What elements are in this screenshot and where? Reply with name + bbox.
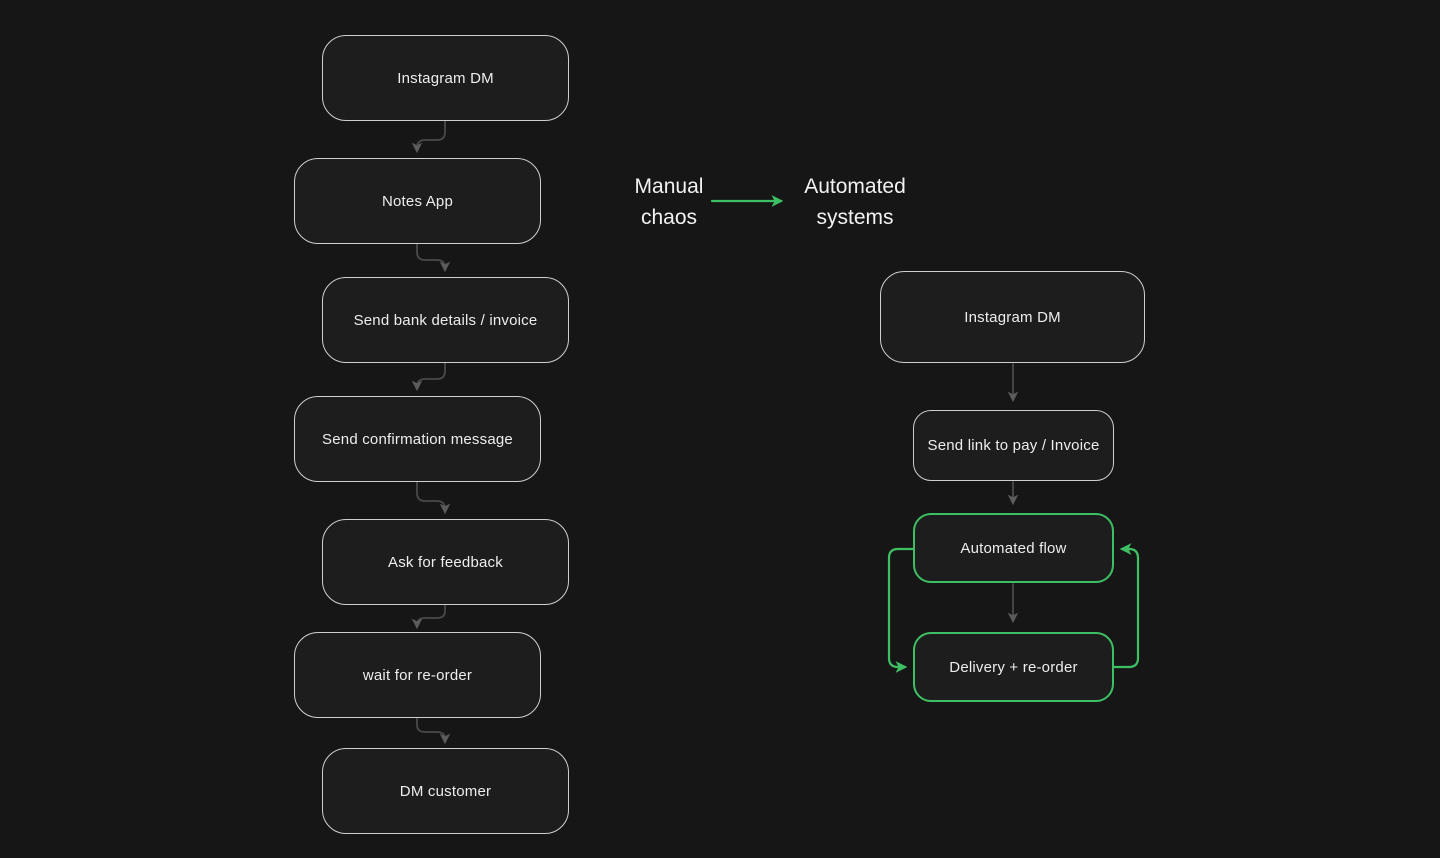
connector-manual-1-2 [411,120,446,154]
node-label: Send bank details / invoice [353,311,538,329]
connector-manual-6-7 [416,717,451,745]
connector-manual-3-4 [411,362,446,392]
node-auto-delivery-reorder[interactable]: Delivery + re-order [913,632,1114,702]
node-manual-dm-customer[interactable]: DM customer [322,748,569,834]
transition-to-label: Automated systems [804,175,906,229]
node-auto-automated-flow[interactable]: Automated flow [913,513,1114,583]
node-label: Instagram DM [397,69,494,87]
connector-manual-2-3 [416,243,451,273]
node-manual-wait-reorder[interactable]: wait for re-order [294,632,541,718]
node-manual-instagram-dm[interactable]: Instagram DM [322,35,569,121]
node-auto-send-link-pay[interactable]: Send link to pay / Invoice [913,410,1114,481]
node-label: Delivery + re-order [949,658,1078,676]
node-label: wait for re-order [362,666,473,684]
node-manual-send-bank-details[interactable]: Send bank details / invoice [322,277,569,363]
connector-manual-5-6 [411,604,446,630]
loop-right-delivery-to-automated [1112,543,1140,669]
node-label: DM customer [399,782,492,800]
node-manual-notes-app[interactable]: Notes App [294,158,541,244]
loop-left-automated-to-delivery [887,547,915,673]
connector-manual-4-5 [416,481,451,515]
node-manual-send-confirmation[interactable]: Send confirmation message [294,396,541,482]
node-label: Ask for feedback [388,553,503,571]
node-manual-ask-feedback[interactable]: Ask for feedback [322,519,569,605]
node-auto-instagram-dm[interactable]: Instagram DM [880,271,1145,363]
transition-from-label: Manual chaos [634,175,704,229]
node-label: Automated flow [960,539,1067,557]
node-label: Send link to pay / Invoice [927,437,1100,454]
node-label: Instagram DM [964,308,1061,326]
node-label: Send confirmation message [322,430,513,448]
node-label: Notes App [381,192,453,210]
